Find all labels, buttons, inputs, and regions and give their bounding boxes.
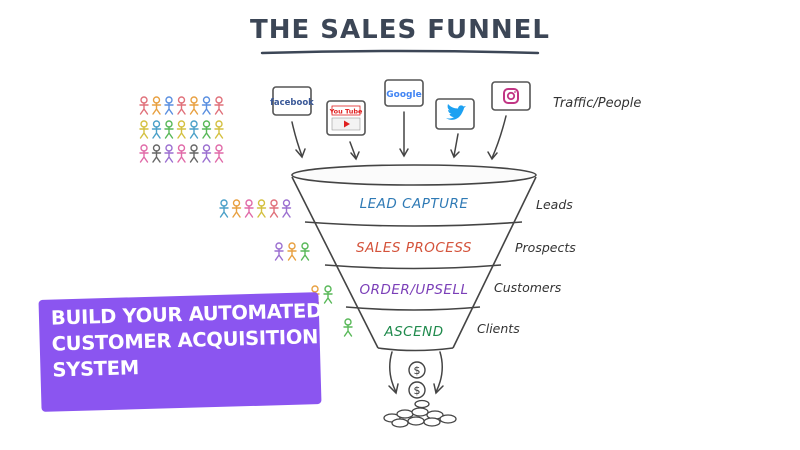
title-underline <box>260 49 540 55</box>
facebook-logo-text: facebook <box>270 98 314 108</box>
people-group-leads <box>219 199 292 218</box>
person-icon <box>201 120 212 139</box>
people-group-prospects <box>274 242 310 261</box>
source-youtube: You Tube <box>326 100 366 136</box>
person-icon <box>139 96 149 115</box>
twitter-bird-icon <box>446 104 466 120</box>
person-icon <box>139 120 149 139</box>
output-arrows <box>388 351 444 395</box>
stage-label-sales-process: SALES PROCESS <box>356 240 472 256</box>
stage-label-lead-capture: LEAD CAPTURE <box>360 196 469 212</box>
cta-banner: BUILD YOUR AUTOMATED CUSTOMER ACQUISITIO… <box>38 292 322 412</box>
youtube-logo-text: You Tube <box>329 108 363 116</box>
person-icon <box>214 144 224 163</box>
dollar-coin-2: $ <box>408 381 426 399</box>
person-icon <box>244 199 254 218</box>
traffic-label: Traffic/People <box>553 96 641 111</box>
person-icon <box>189 96 199 115</box>
stage-label-ascend: ASCEND <box>383 324 443 340</box>
person-icon <box>281 199 292 218</box>
person-icon <box>139 144 149 163</box>
people-group-clients <box>343 318 353 337</box>
person-icon <box>343 318 353 337</box>
person-icon <box>214 120 224 139</box>
dollar-sign: $ <box>414 364 421 377</box>
dollar-sign: $ <box>414 384 421 397</box>
source-google: Google <box>384 79 424 107</box>
person-icon <box>164 144 174 163</box>
person-icon <box>231 199 242 218</box>
person-icon <box>176 120 187 139</box>
person-icon <box>151 144 162 163</box>
side-label-clients: Clients <box>477 321 520 336</box>
stage-label-order-upsell: ORDER/UPSELL <box>359 282 468 298</box>
source-facebook: facebook <box>270 86 314 116</box>
person-icon <box>269 199 279 218</box>
side-label-leads: Leads <box>536 197 573 212</box>
dollar-coin-1: $ <box>408 361 426 379</box>
person-icon <box>164 120 174 139</box>
source-instagram <box>491 81 531 111</box>
person-icon <box>189 120 199 139</box>
source-twitter <box>435 98 475 130</box>
person-icon <box>214 96 224 115</box>
source-arrows <box>291 111 507 161</box>
person-icon <box>201 144 212 163</box>
person-icon <box>274 242 284 261</box>
person-icon <box>164 96 174 115</box>
side-label-customers: Customers <box>494 280 562 295</box>
funnel <box>291 164 537 352</box>
google-logo-text: Google <box>386 90 421 100</box>
side-label-prospects: Prospects <box>515 240 576 255</box>
person-icon <box>176 144 187 163</box>
person-icon <box>300 242 310 261</box>
person-icon <box>287 242 297 261</box>
person-icon <box>151 96 162 115</box>
person-icon <box>151 120 162 139</box>
coin-pile <box>383 399 457 428</box>
traffic-crowd <box>139 96 224 163</box>
person-icon <box>256 199 267 218</box>
person-icon <box>323 285 333 304</box>
person-icon <box>176 96 187 115</box>
person-icon <box>201 96 212 115</box>
instagram-camera-icon <box>503 88 519 104</box>
diagram-title: THE SALES FUNNEL <box>250 15 550 45</box>
person-icon <box>189 144 199 163</box>
person-icon <box>219 199 229 218</box>
